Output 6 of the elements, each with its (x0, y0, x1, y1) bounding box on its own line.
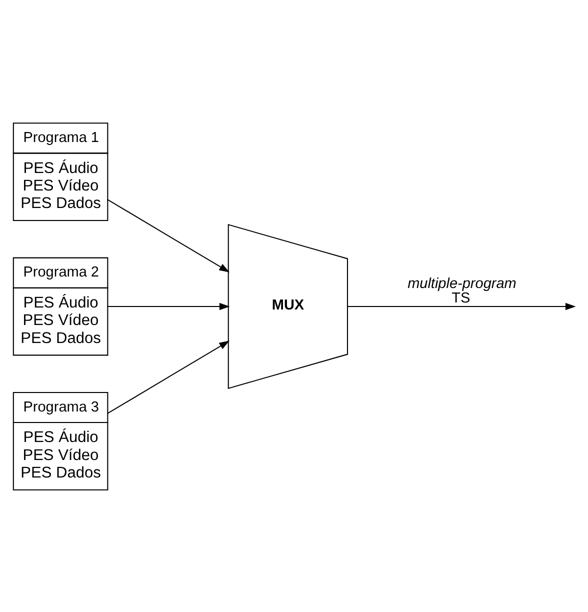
arrow (107, 340, 230, 414)
arrow (107, 198, 230, 272)
arrow (348, 302, 576, 310)
node-box: MUX (228, 223, 348, 389)
edge-label: multiple-program TS (408, 276, 516, 306)
arrow (107, 302, 230, 310)
